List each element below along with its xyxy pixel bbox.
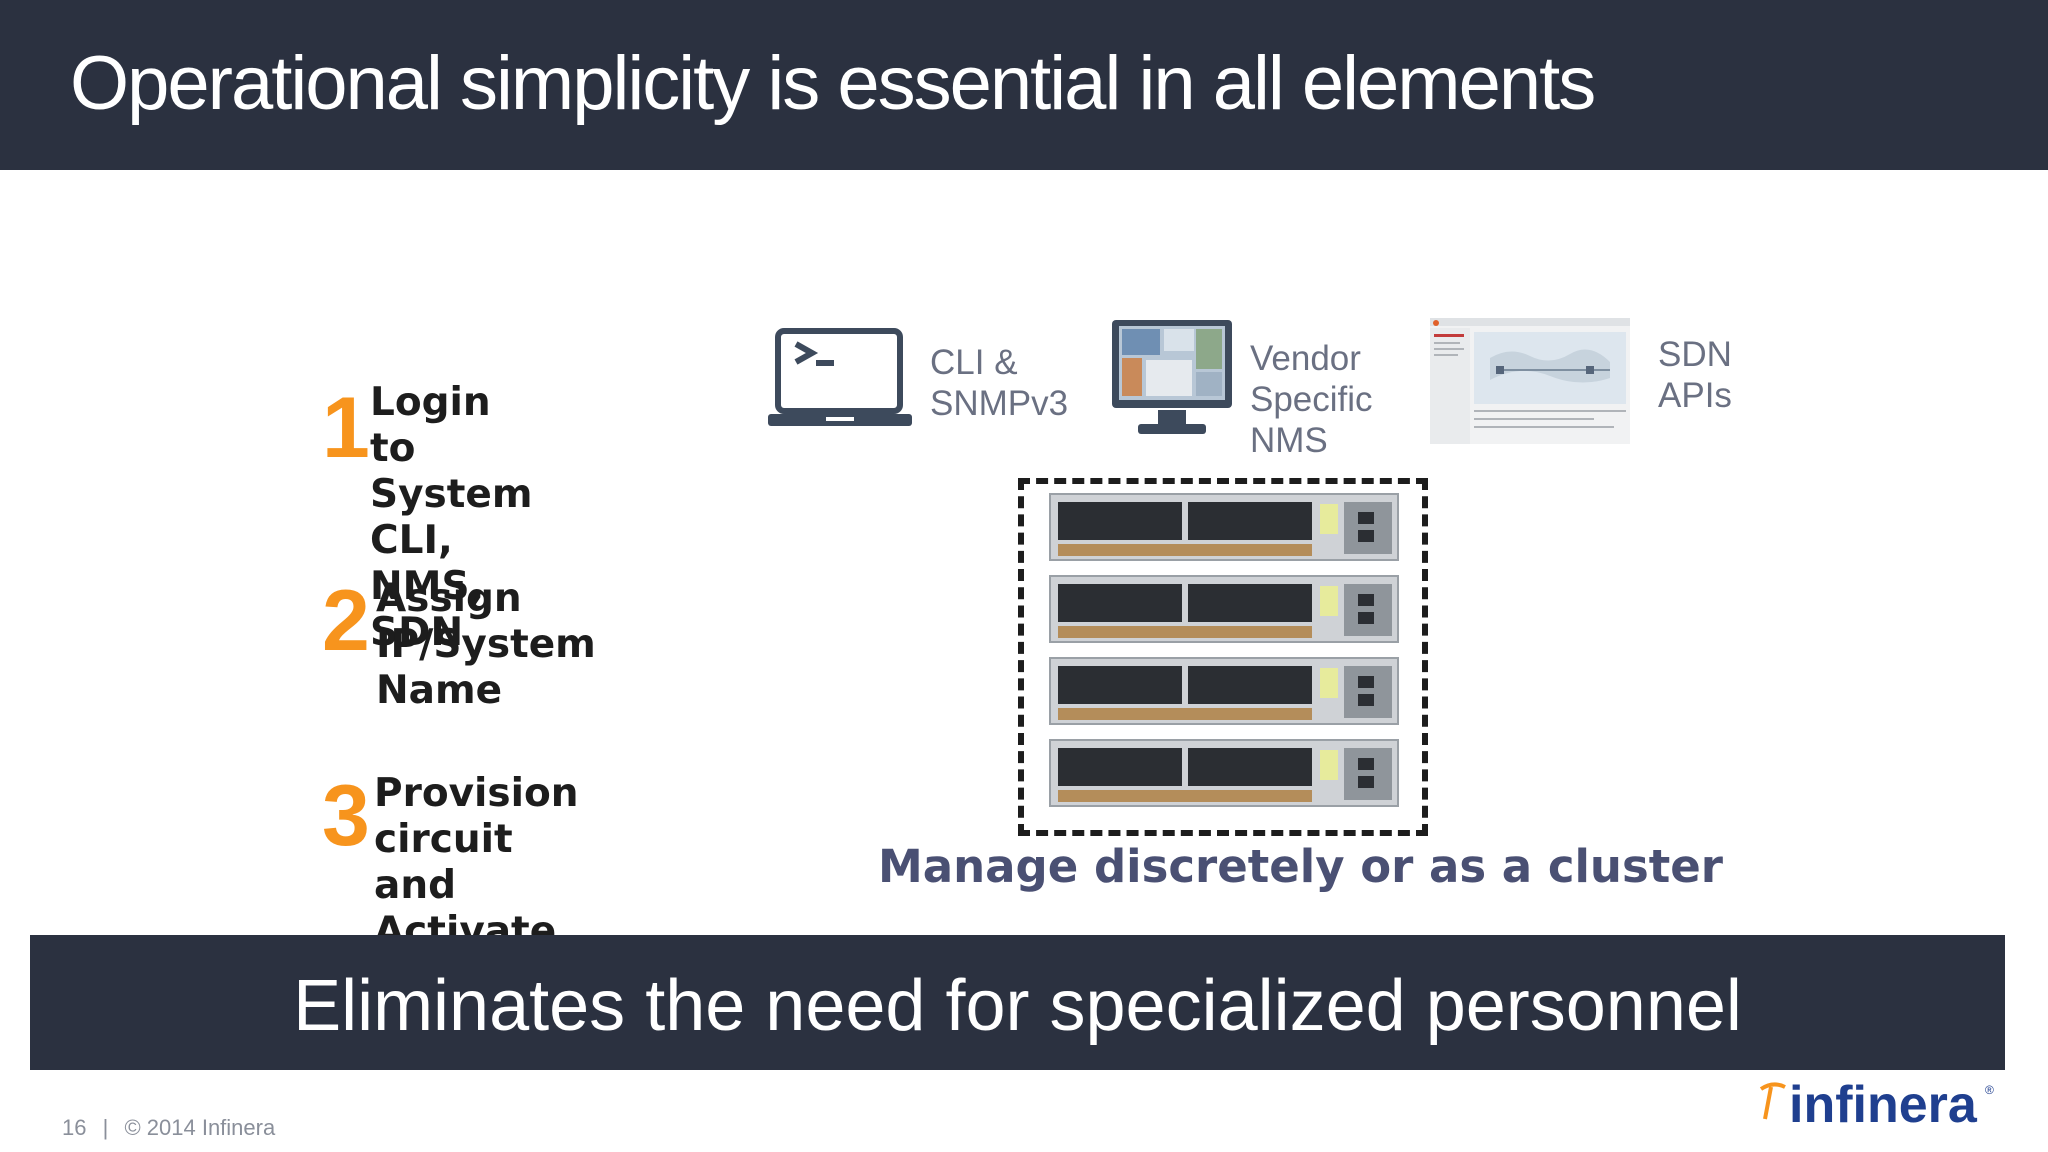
page-number: 16 <box>62 1115 87 1140</box>
footer: 16 | © 2014 Infinera <box>62 1115 275 1141</box>
step-text: Assign IP/System Name <box>376 576 596 713</box>
laptop-terminal-icon <box>768 328 912 426</box>
header-bar: Operational simplicity is essential in a… <box>0 0 2048 170</box>
slide-title: Operational simplicity is essential in a… <box>70 41 1596 126</box>
step-text: Login to System CLI, NMS, SDN <box>370 380 533 655</box>
step-number: 2 <box>322 573 370 669</box>
footer-separator: | <box>102 1115 109 1140</box>
logo-wordmark: infinera <box>1789 1076 1977 1134</box>
copyright: © 2014 Infinera <box>124 1115 276 1140</box>
monitor-nms-icon <box>1112 320 1232 434</box>
banner-text: Eliminates the need for specialized pers… <box>293 966 1742 1046</box>
cluster-outline <box>1018 478 1428 836</box>
tool-label-sdn: SDN APIs <box>1658 335 1732 415</box>
chassis-image <box>1049 739 1399 807</box>
message-banner: Eliminates the need for specialized pers… <box>30 935 2005 1070</box>
logo-registered-mark: ® <box>1985 1083 1994 1097</box>
cluster-caption: Manage discretely or as a cluster <box>878 840 1723 893</box>
chassis-image <box>1049 657 1399 725</box>
step-number: 1 <box>322 380 370 476</box>
logo-mark-icon <box>1759 1082 1786 1120</box>
tool-label-nms: Vendor Specific NMS <box>1250 339 1373 460</box>
chassis-image <box>1049 493 1399 561</box>
chassis-image <box>1049 575 1399 643</box>
step-number: 3 <box>322 768 370 864</box>
sdn-screenshot-icon <box>1430 318 1630 444</box>
tool-label-cli: CLI & SNMPv3 <box>930 343 1069 423</box>
